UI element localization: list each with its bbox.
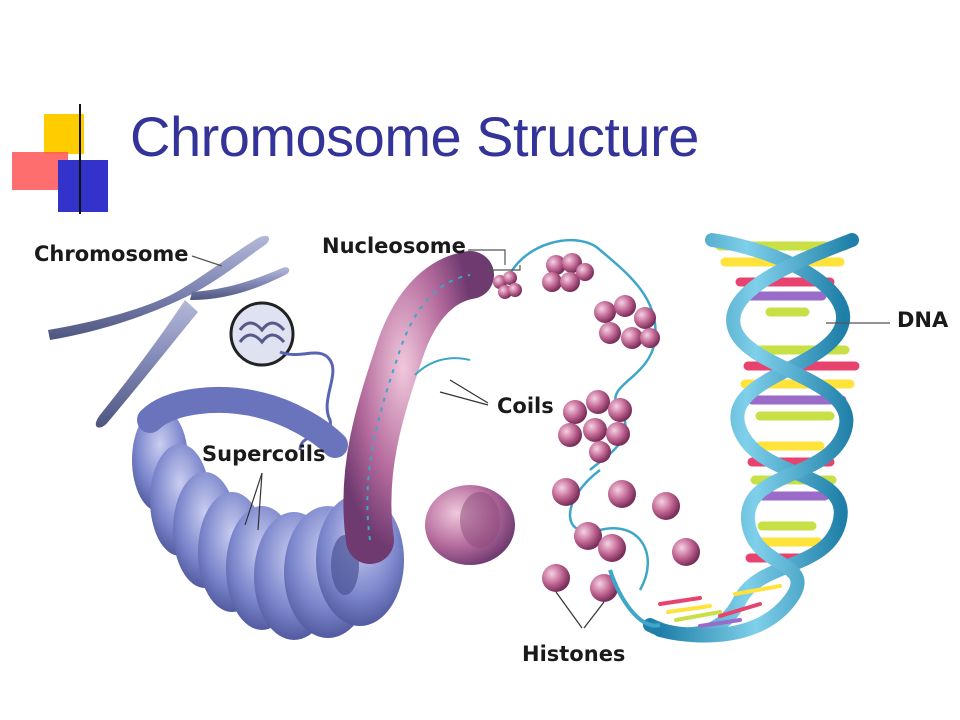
label-chromosome: Chromosome (34, 242, 189, 266)
title-decoration (12, 104, 900, 214)
histone (590, 574, 618, 602)
label-dna: DNA (897, 308, 949, 332)
histone (652, 492, 680, 520)
dna-helix-illustration (608, 233, 890, 643)
nucleosome-cluster-1 (542, 253, 594, 292)
label-coils: Coils (497, 394, 554, 418)
chromosome-zoom-circle (229, 301, 295, 367)
histone (542, 564, 570, 592)
deco-yellow-square (44, 114, 84, 154)
deco-blue-square (58, 160, 108, 212)
dna-backbone-a (643, 233, 850, 642)
histones-illustration (542, 469, 700, 629)
nucleosome-cluster-2 (594, 295, 660, 349)
chromosome-illustration (48, 235, 335, 451)
dna-small-base-pairs (658, 584, 782, 628)
label-supercoils: Supercoils (202, 442, 326, 466)
nucleosome-cluster-3 (558, 390, 632, 463)
label-nucleosome: Nucleosome (322, 234, 466, 258)
nucleosomes-illustration (468, 238, 660, 471)
dna-backbone-b (653, 233, 859, 643)
histone (608, 480, 636, 508)
histone (552, 478, 580, 506)
slide-title: Chromosome Structure (130, 105, 699, 168)
coils-illustration (343, 251, 515, 565)
supercoils-illustration (132, 387, 404, 640)
label-histones: Histones (522, 642, 626, 666)
nucleosome-small (493, 271, 522, 299)
histone (574, 522, 602, 550)
histone (598, 534, 626, 562)
histone (672, 538, 700, 566)
